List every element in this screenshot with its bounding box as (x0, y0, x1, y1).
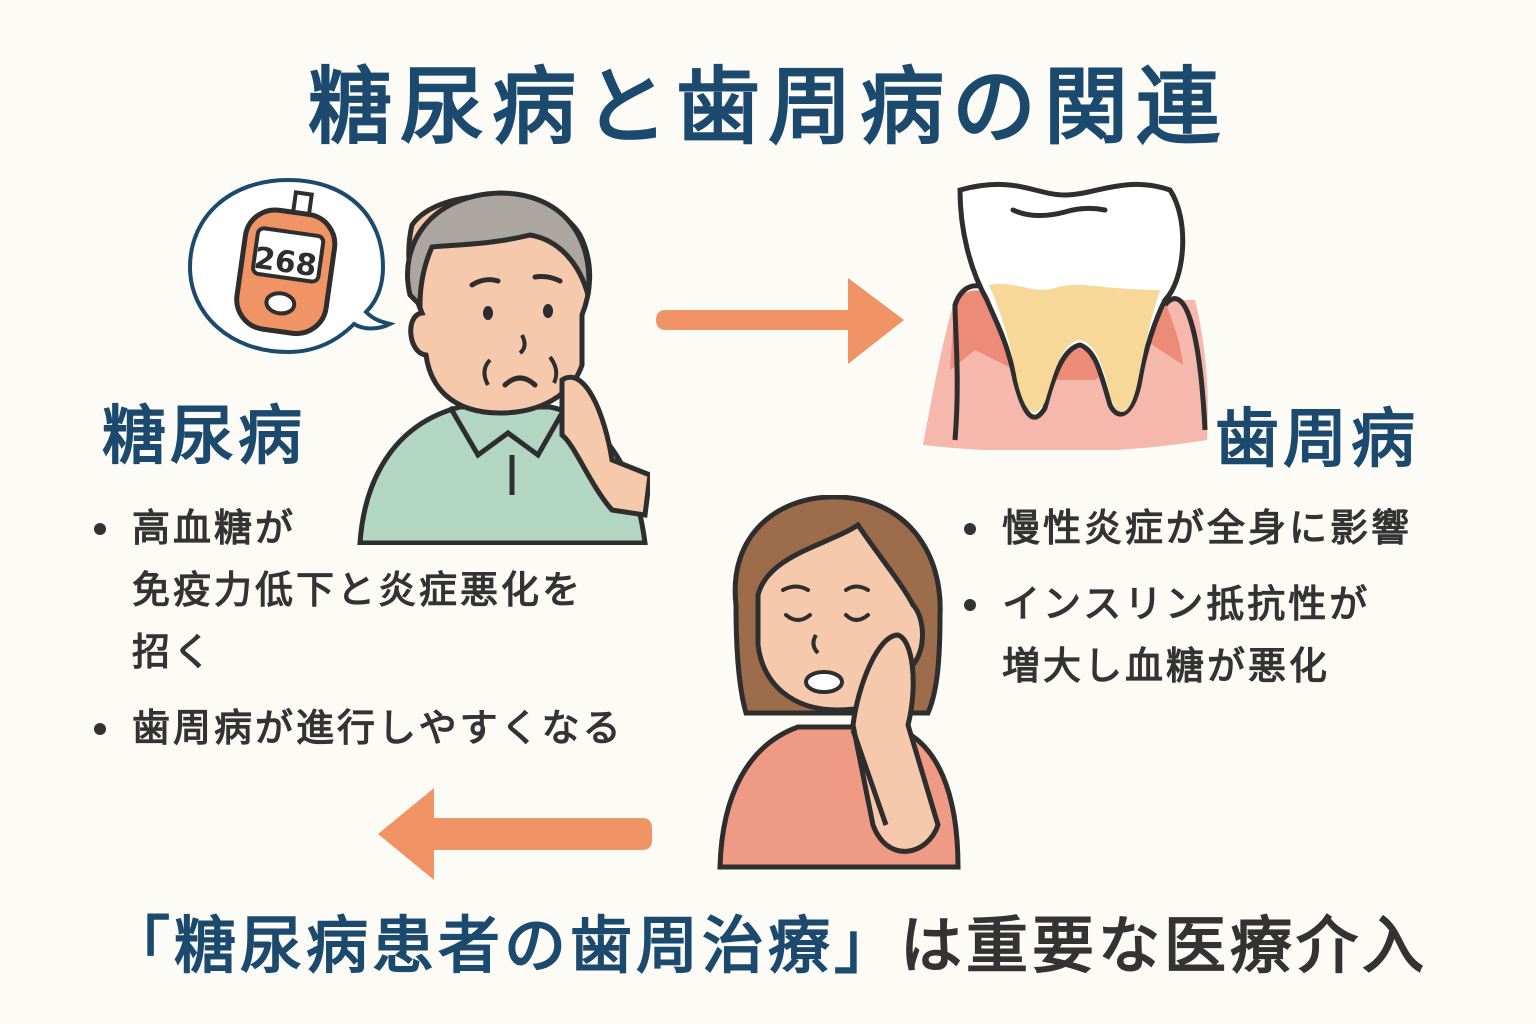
page-title: 糖尿病と歯周病の関連 (307, 58, 1228, 156)
diabetes-bullet-1: 高血糖が 免疫力低下と炎症悪化を 招く (88, 497, 708, 683)
toothache-woman-illustration (708, 495, 968, 885)
worried-elderly-man-illustration (350, 185, 650, 545)
bullet-line: 歯周病が進行しやすくなる (132, 706, 624, 750)
conclusion-banner: 「糖尿病患者の歯周治療」は重要な医療介入 (0, 895, 1536, 985)
diabetes-bullets: 高血糖が 免疫力低下と炎症悪化を 招く 歯周病が進行しやすくなる (88, 497, 708, 773)
glucose-meter-icon (228, 188, 348, 338)
bullet-line: 高血糖が (132, 506, 297, 550)
arrow-left-icon (372, 780, 652, 884)
periodontal-bullet-1: 慢性炎症が全身に影響 (958, 497, 1528, 559)
periodontal-bullets: 慢性炎症が全身に影響 インスリン抵抗性が 増大し血糖が悪化 (958, 497, 1528, 711)
bullet-line: 増大し血糖が悪化 (1002, 644, 1331, 688)
bullet-line: 免疫力低下と炎症悪化を (132, 568, 584, 612)
bullet-line: インスリン抵抗性が (1002, 582, 1371, 626)
bullet-line: 慢性炎症が全身に影響 (1002, 506, 1413, 550)
arrow-right-icon (652, 268, 912, 372)
conclusion-rest: は重要な医療介入 (900, 909, 1429, 982)
periodontal-tooth-illustration (915, 180, 1215, 450)
periodontal-bullet-2: インスリン抵抗性が 増大し血糖が悪化 (958, 573, 1528, 697)
periodontal-label: 歯周病 (1215, 403, 1419, 477)
diabetes-label: 糖尿病 (102, 400, 306, 474)
bullet-line: 招く (132, 630, 215, 674)
conclusion-emphasis: 「糖尿病患者の歯周治療」 (107, 909, 900, 982)
diabetes-bullet-2: 歯周病が進行しやすくなる (88, 697, 708, 759)
